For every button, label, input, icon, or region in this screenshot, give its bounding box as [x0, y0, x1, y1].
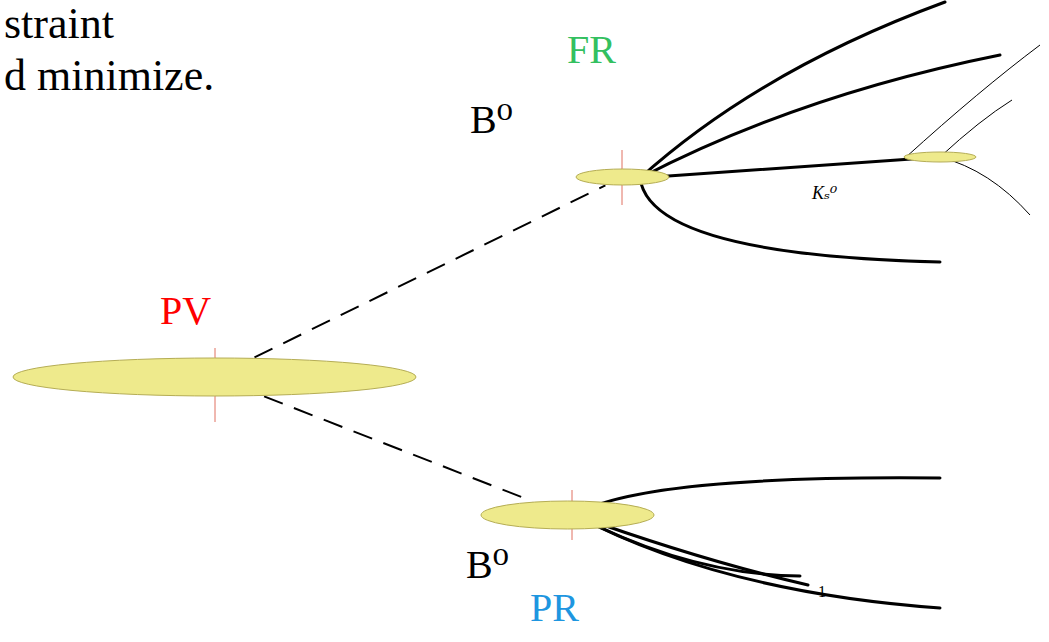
ellipse-outline	[480, 500, 655, 530]
dashed-line	[264, 396, 532, 501]
particle-label: B⁰	[470, 100, 513, 140]
ellipse-outline	[12, 357, 417, 397]
ellipse-outline	[575, 168, 670, 186]
dashed-line	[254, 185, 605, 357]
b-flight-line	[254, 185, 605, 357]
vertex-label: FR	[567, 30, 616, 70]
b-flight-line	[264, 396, 532, 501]
track	[640, 178, 940, 262]
thin-track	[940, 157, 1030, 215]
vertex-label: PV	[160, 291, 211, 331]
ks-vertex	[904, 152, 976, 162]
vertex-ellipse: PR	[480, 500, 655, 530]
particle-label: Kₛ⁰	[812, 184, 837, 202]
track	[640, 2, 945, 178]
thin-track	[940, 100, 1012, 157]
particle-label: B⁰	[466, 545, 509, 585]
callout-number: 1	[818, 584, 826, 600]
slide-text: straint	[4, 2, 114, 46]
track	[575, 515, 940, 608]
slide-text: d minimize.	[4, 54, 214, 98]
vertex-label: PR	[530, 588, 579, 628]
track	[640, 55, 1000, 178]
track	[640, 157, 940, 178]
vertex-ellipse: PV	[12, 357, 417, 397]
vertex-ellipse: FR	[575, 168, 670, 186]
thin-track	[905, 45, 1040, 158]
